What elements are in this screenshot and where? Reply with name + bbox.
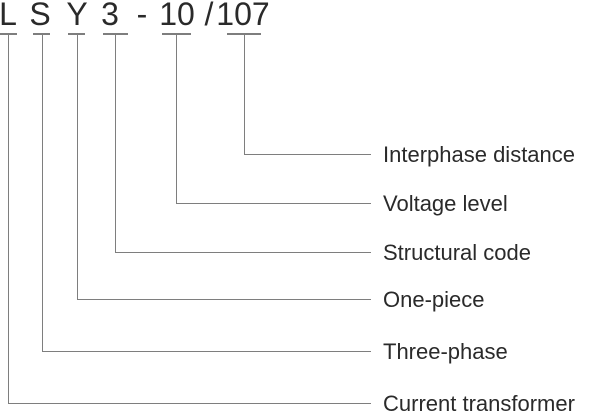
- tick-under-y: [68, 33, 85, 35]
- label-three-phase: Three-phase: [383, 339, 508, 364]
- code-separator-slash: /: [204, 0, 214, 32]
- label-interphase-distance: Interphase distance: [383, 142, 576, 167]
- code-char-s: S: [29, 0, 51, 32]
- tick-under-s: [33, 33, 50, 35]
- connector-10-voltage-level: [176, 35, 371, 204]
- connector-107-interphase-distance: [244, 35, 371, 155]
- label-structural-code: Structural code: [383, 240, 531, 265]
- label-one-piece: One-piece: [383, 287, 485, 312]
- connector-s-three-phase: [42, 35, 371, 352]
- tick-under-l: [0, 33, 17, 35]
- code-char-l: L: [0, 0, 17, 32]
- tick-under-107: [227, 33, 261, 35]
- connector-3-structural-code: [115, 35, 371, 253]
- code-group-10: 10: [159, 0, 195, 32]
- code-char-y: Y: [66, 0, 88, 32]
- code-separator-dash: -: [136, 0, 148, 32]
- code-char-3: 3: [101, 0, 119, 32]
- code-group-107: 107: [216, 0, 270, 32]
- tick-under-3: [103, 33, 128, 35]
- label-current-transformer: Current transformer: [383, 391, 575, 415]
- connector-l-current-transformer: [8, 35, 371, 404]
- tick-under-10: [162, 33, 191, 35]
- label-voltage-level: Voltage level: [383, 191, 508, 216]
- connector-y-one-piece: [77, 35, 371, 300]
